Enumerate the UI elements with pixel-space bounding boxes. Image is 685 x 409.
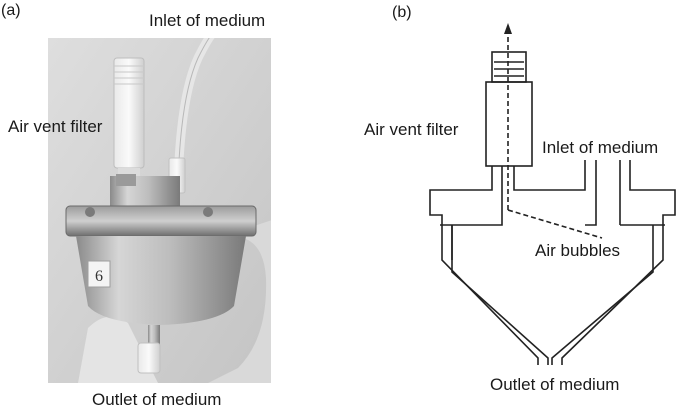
air-vent-filter-neck <box>118 168 140 176</box>
air-vent-filter-body <box>113 57 145 169</box>
air-vent-filter-threads <box>114 65 144 85</box>
unit-number: 6 <box>95 268 103 285</box>
panel-b-tag: (b) <box>392 4 412 21</box>
schematic-label-air-bubbles: Air bubbles <box>535 241 621 260</box>
flange-bolt-right <box>203 207 213 217</box>
glove-right <box>208 220 271 383</box>
photo-label-air-vent: Air vent filter <box>8 117 103 136</box>
filter-device-photo: 6 <box>48 38 271 383</box>
photo-label-inlet: Inlet of medium <box>149 11 266 30</box>
center-nut <box>116 174 136 186</box>
outlet-stem <box>148 325 160 347</box>
filter-schematic <box>429 23 676 365</box>
outlet-fitting <box>137 342 161 374</box>
unit-number-tag <box>87 260 111 288</box>
schematic-inlet-right-wall <box>585 160 597 226</box>
schematic-vent-body <box>485 81 533 167</box>
schematic-air-path-diagonal <box>507 209 603 239</box>
schematic-label-air-vent: Air vent filter <box>364 120 459 139</box>
schematic-air-arrow-head <box>504 23 512 34</box>
schematic-wall-left-inner <box>440 166 549 365</box>
panel-a-tag: (a) <box>1 2 21 19</box>
flange-bolt-left <box>85 207 95 217</box>
vessel-body <box>76 236 246 325</box>
schematic-label-inlet: Inlet of medium <box>542 138 659 157</box>
schematic-wall-right-outer <box>561 160 676 365</box>
schematic-label-outlet: Outlet of medium <box>490 375 620 394</box>
inlet-tube-edge <box>177 38 210 189</box>
schematic-inlet-left-wall <box>513 160 586 191</box>
schematic-wall-right-inner <box>551 224 665 365</box>
photo-label-outlet: Outlet of medium <box>92 390 222 409</box>
schematic-vent-cap <box>491 51 527 83</box>
